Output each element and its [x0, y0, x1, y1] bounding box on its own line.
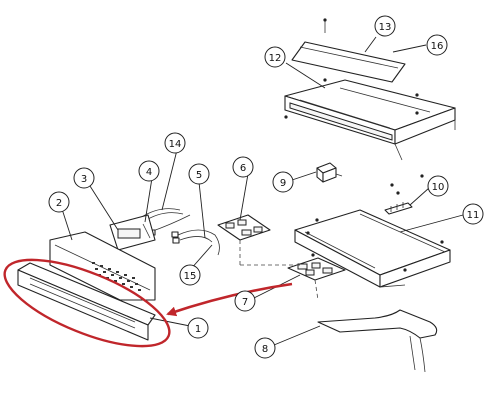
callout-11: 11 [462, 203, 484, 225]
callout-2-label: 2 [56, 198, 62, 209]
callout-1: 1 [187, 317, 209, 339]
callout-15-label: 15 [184, 271, 197, 282]
callout-16-label: 16 [431, 41, 444, 52]
callout-8: 8 [254, 337, 276, 359]
callout-6: 6 [232, 156, 254, 178]
part-11-base-tray [294, 209, 451, 288]
part-9-relay [316, 162, 343, 183]
callout-9: 9 [272, 171, 294, 193]
callout-13-label: 13 [379, 22, 392, 33]
callout-3-label: 3 [81, 174, 87, 185]
callout-4: 4 [138, 160, 160, 182]
part-10-terminal-block [384, 202, 413, 215]
highlight-ellipse [3, 258, 171, 348]
part-3-display-module [109, 214, 156, 251]
part-8-wiring-harness [317, 309, 438, 373]
callout-14-label: 14 [169, 139, 182, 150]
callout-10-label: 10 [432, 182, 445, 193]
part-4-connector-cable [147, 214, 191, 236]
callout-12-label: 12 [269, 53, 282, 64]
part-7-control-board [287, 257, 346, 301]
callout-11-label: 11 [467, 210, 480, 221]
highlight-annotation [3, 258, 293, 348]
part-13-cover-plate [291, 41, 406, 83]
callout-6-label: 6 [240, 163, 246, 174]
callout-5-label: 5 [196, 170, 202, 181]
callout-7: 7 [234, 290, 256, 312]
screws [284, 18, 444, 272]
callout-1-label: 1 [195, 324, 201, 335]
part-5-wire-leads [171, 229, 220, 256]
callout-15: 15 [179, 264, 201, 286]
callout-12: 12 [264, 46, 286, 68]
callout-16: 16 [426, 34, 448, 56]
part-2-backing-board [49, 231, 156, 301]
callout-14: 14 [164, 132, 186, 154]
callout-3: 3 [73, 167, 95, 189]
highlight-arrow [166, 282, 293, 317]
callout-13: 13 [374, 15, 396, 37]
callout-10: 10 [427, 175, 449, 197]
part-12-main-housing [284, 79, 456, 161]
callout-5: 5 [188, 163, 210, 185]
callout-4-label: 4 [146, 167, 152, 178]
callout-9-label: 9 [280, 178, 286, 189]
callout-8-label: 8 [262, 344, 268, 355]
part-1-control-panel [17, 262, 156, 341]
callout-2: 2 [48, 191, 70, 213]
callout-7-label: 7 [242, 297, 248, 308]
part-6-relay-board [217, 214, 300, 266]
